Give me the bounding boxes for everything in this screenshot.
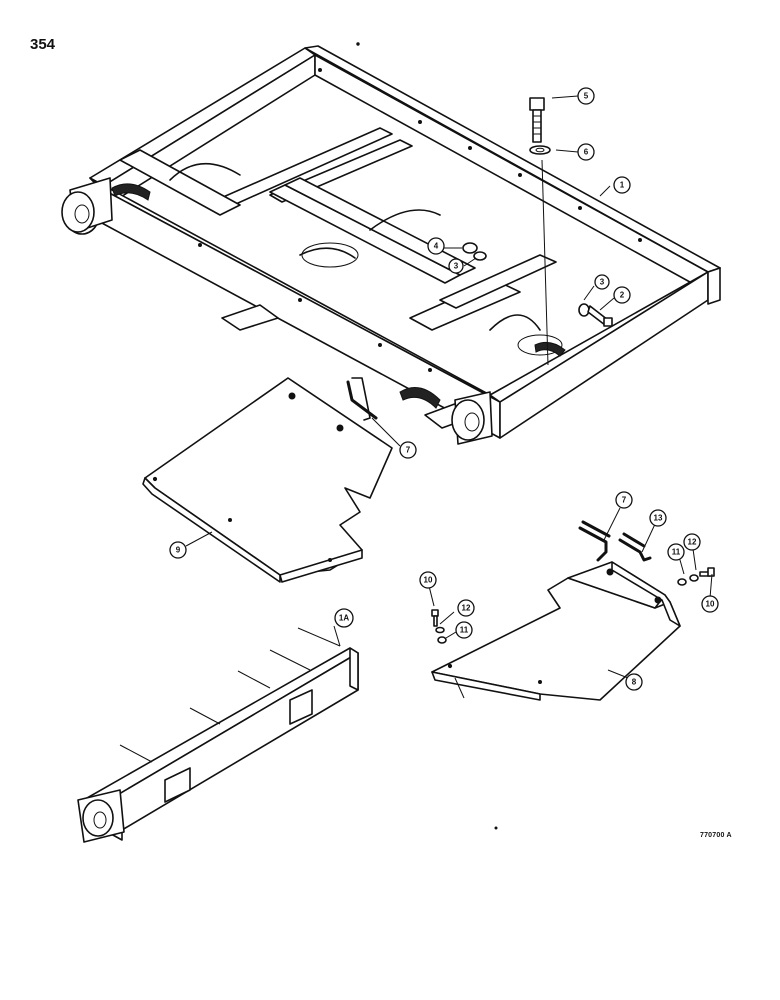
leader-lines bbox=[185, 95, 713, 679]
callout-5: 5 bbox=[577, 87, 595, 105]
callout-1: 1 bbox=[613, 176, 631, 194]
svg-text:8: 8 bbox=[632, 678, 637, 687]
callout-10-left: 10 bbox=[419, 571, 437, 589]
svg-text:11: 11 bbox=[460, 626, 469, 635]
svg-text:3: 3 bbox=[454, 262, 459, 271]
callout-12-right: 12 bbox=[683, 533, 701, 551]
bolt-2-assembly bbox=[578, 303, 613, 327]
svg-text:6: 6 bbox=[584, 148, 589, 157]
callout-11-left: 11 bbox=[455, 621, 473, 639]
shield-8 bbox=[431, 561, 681, 701]
svg-text:3: 3 bbox=[600, 278, 605, 287]
callout-4: 4 bbox=[427, 237, 445, 255]
callout-7-lower: 7 bbox=[615, 491, 633, 509]
svg-text:12: 12 bbox=[688, 538, 697, 547]
svg-text:5: 5 bbox=[584, 92, 589, 101]
main-frame bbox=[61, 45, 721, 445]
stray-mark bbox=[494, 826, 498, 830]
hardware-right bbox=[677, 567, 715, 586]
callout-12-left: 12 bbox=[457, 599, 475, 617]
clip-7-lower bbox=[578, 520, 611, 562]
svg-text:7: 7 bbox=[406, 446, 411, 455]
svg-text:1A: 1A bbox=[339, 614, 349, 623]
callout-8: 8 bbox=[625, 673, 643, 691]
callout-3-lower: 3 bbox=[594, 274, 610, 290]
callout-13: 13 bbox=[649, 509, 667, 527]
callout-2: 2 bbox=[613, 286, 631, 304]
callout-7-upper: 7 bbox=[399, 441, 417, 459]
callout-3-upper: 3 bbox=[448, 258, 464, 274]
page-number: 354 bbox=[30, 36, 56, 53]
callout-11-right: 11 bbox=[667, 543, 685, 561]
svg-text:7: 7 bbox=[622, 496, 627, 505]
callout-6: 6 bbox=[577, 143, 595, 161]
callout-10-right: 10 bbox=[701, 595, 719, 613]
nut-washer-4-3 bbox=[462, 242, 487, 261]
clip-13 bbox=[618, 532, 652, 562]
svg-text:9: 9 bbox=[176, 546, 181, 555]
svg-text:13: 13 bbox=[654, 514, 663, 523]
frame-1a bbox=[77, 627, 359, 843]
svg-text:12: 12 bbox=[462, 604, 471, 613]
svg-text:2: 2 bbox=[620, 291, 625, 300]
svg-text:10: 10 bbox=[706, 600, 715, 609]
clip-7-upper bbox=[346, 380, 378, 420]
callout-1a: 1A bbox=[334, 608, 354, 628]
shield-9 bbox=[142, 377, 393, 583]
svg-text:10: 10 bbox=[424, 576, 433, 585]
hardware-left bbox=[431, 609, 447, 644]
bolt-5-assembly bbox=[529, 97, 551, 155]
svg-text:11: 11 bbox=[672, 548, 681, 557]
drawing-code: 770700 A bbox=[700, 832, 732, 839]
svg-text:1: 1 bbox=[620, 181, 625, 190]
callout-9: 9 bbox=[169, 541, 187, 559]
svg-text:4: 4 bbox=[434, 242, 439, 251]
stray-mark bbox=[356, 42, 360, 46]
